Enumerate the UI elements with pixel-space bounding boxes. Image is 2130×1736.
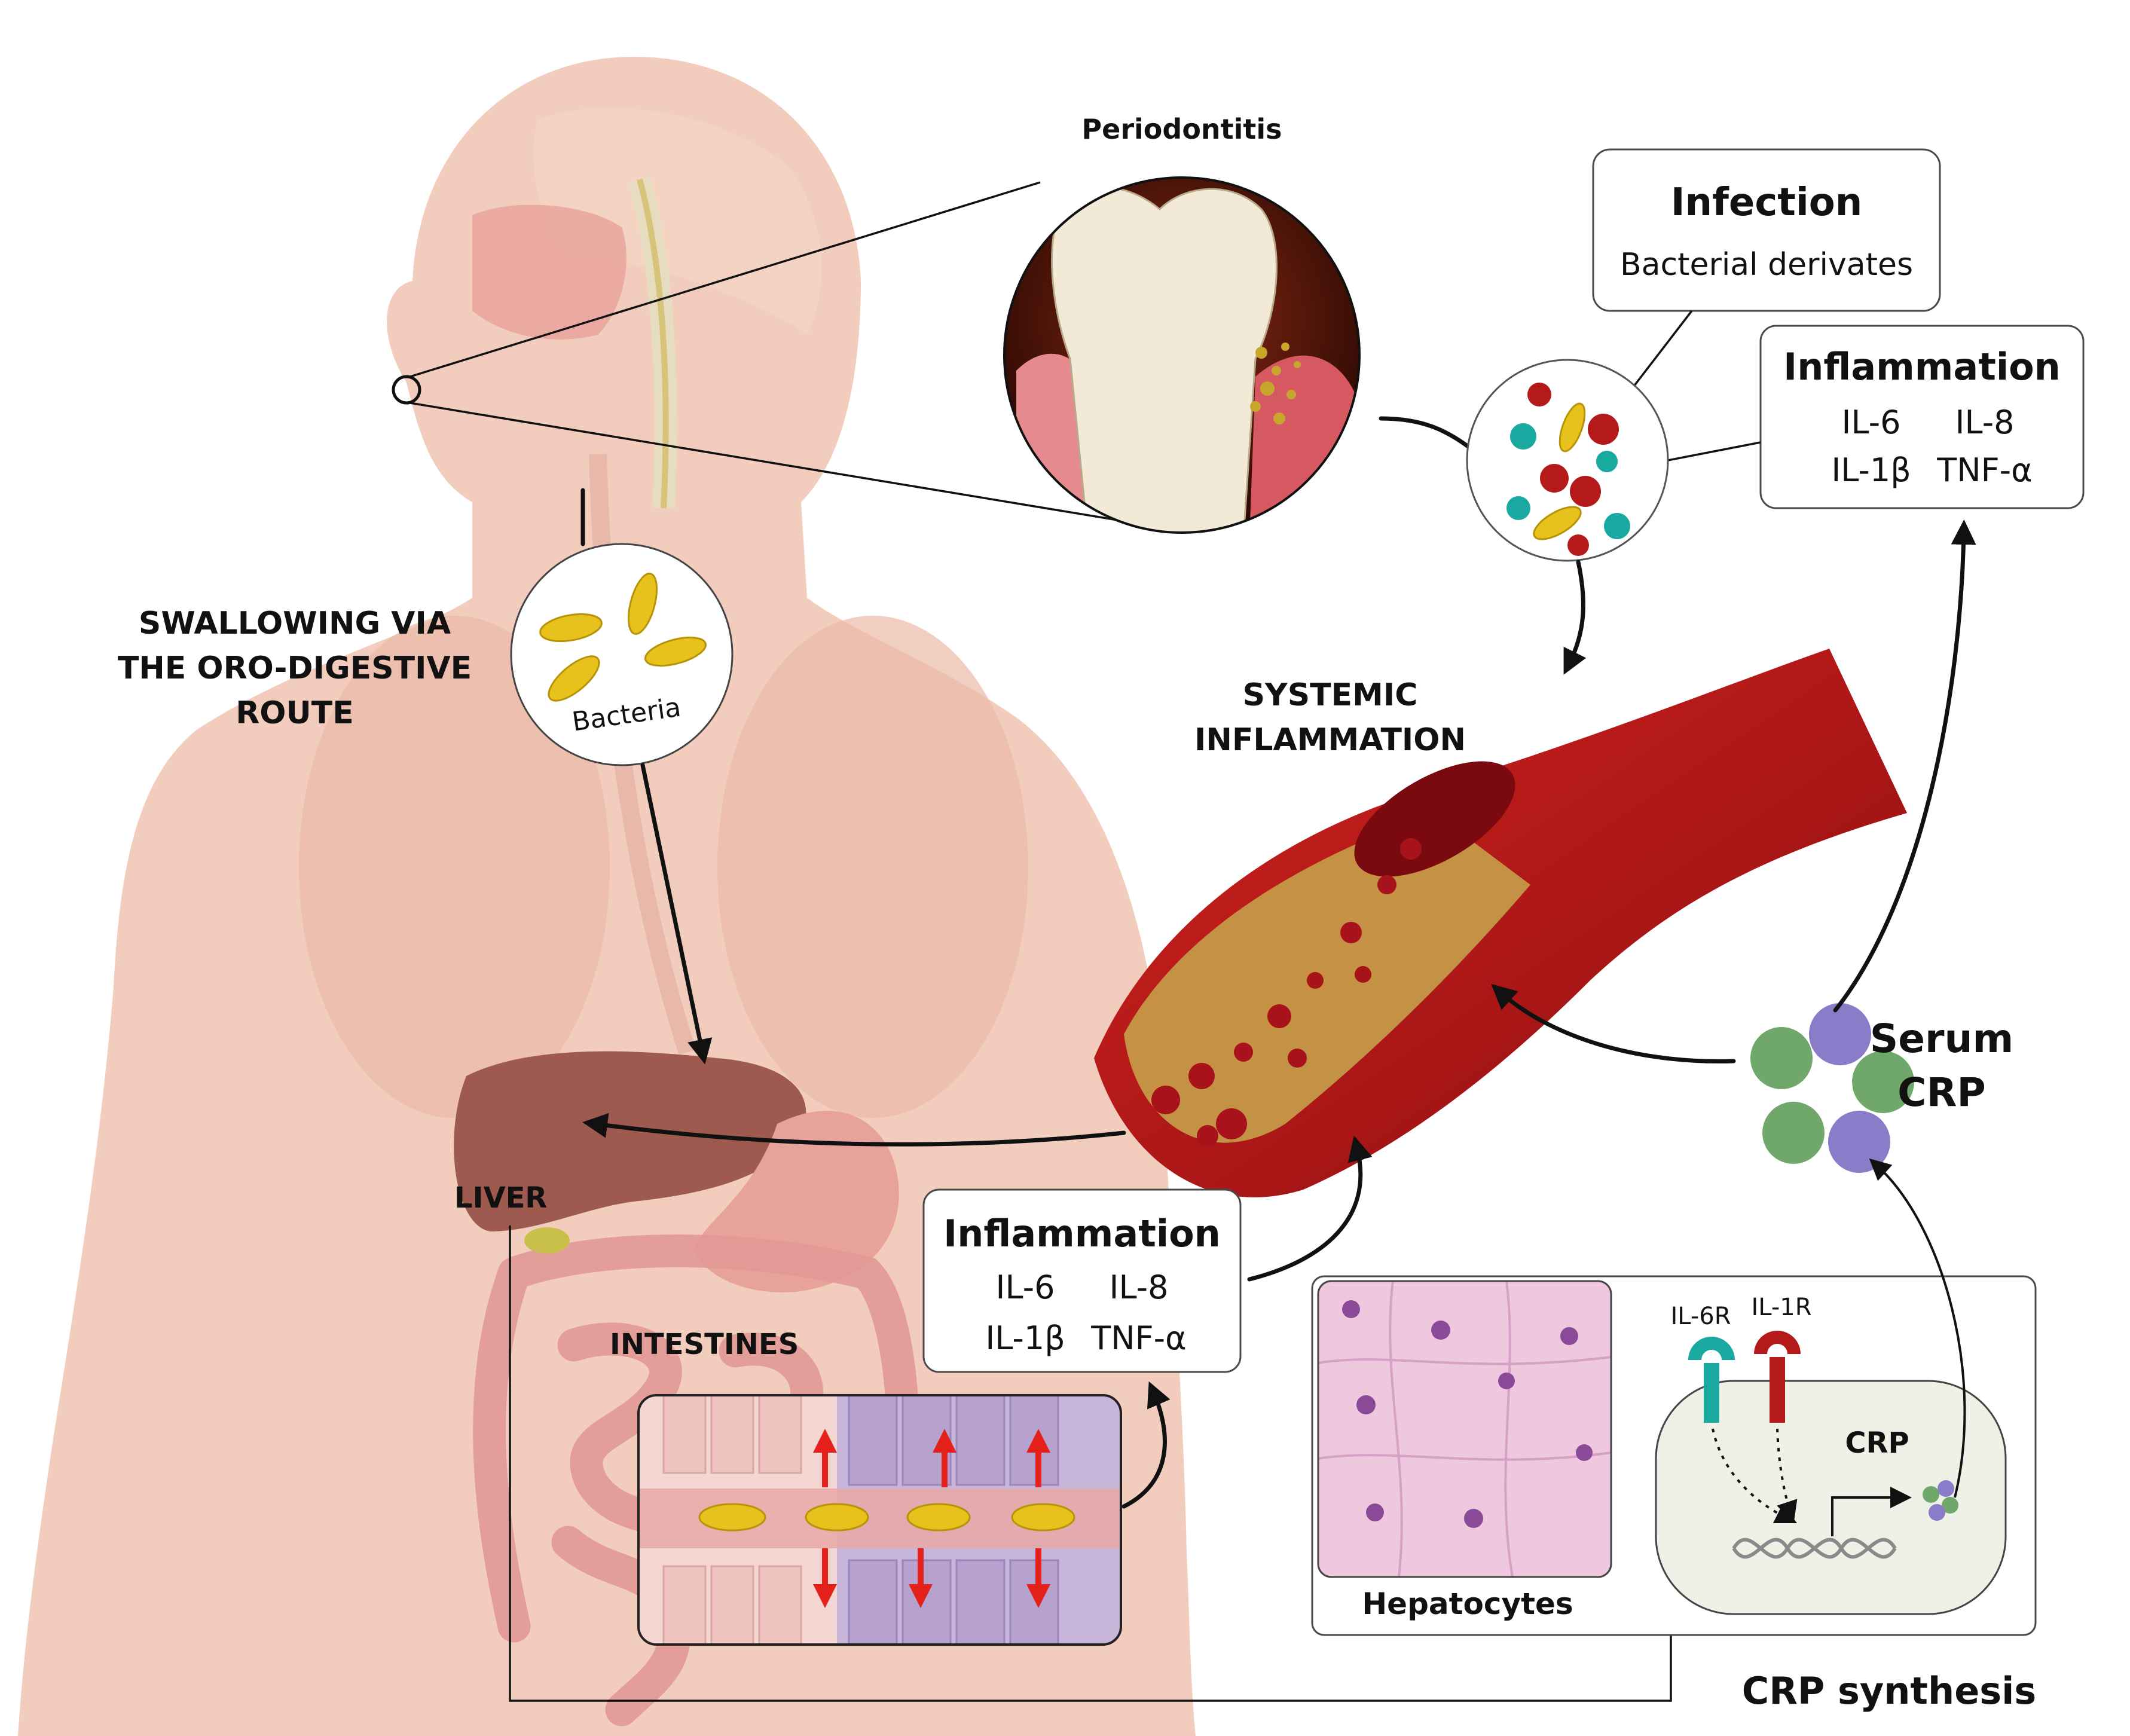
spinal-cord bbox=[637, 178, 669, 509]
swallowing-label: SWALLOWING VIA THE ORO-DIGESTIVE ROUTE bbox=[118, 606, 472, 731]
hepatocytes-image bbox=[1317, 1280, 1612, 1578]
cytokine-il6-top: IL-6 bbox=[1842, 404, 1901, 441]
periodontitis-tooth-image bbox=[1003, 176, 1361, 534]
inflammation-top-title: Inflammation bbox=[1783, 345, 2061, 389]
svg-text:INFLAMMATION: INFLAMMATION bbox=[1194, 722, 1466, 758]
lung-left bbox=[299, 616, 610, 1118]
connector-tooth-to-mix bbox=[1379, 416, 1473, 451]
arrow-swallow-to-gut bbox=[640, 763, 713, 1065]
crp-synthesis-panel: Hepatocytes IL-6R IL-1R CRP bbox=[1311, 1275, 2037, 1636]
crp-cell-label: CRP bbox=[1845, 1426, 1909, 1460]
cytokine-il8-gut: IL-8 bbox=[1110, 1269, 1169, 1306]
serum-crp-protein-icon bbox=[1750, 1003, 1914, 1173]
blood-vessel bbox=[1094, 649, 1907, 1197]
gallbladder bbox=[524, 1227, 570, 1254]
svg-text:CRP: CRP bbox=[1897, 1069, 1986, 1115]
cytokine-tnfa-gut: TNF-α bbox=[1090, 1319, 1187, 1357]
il6r-label: IL-6R bbox=[1670, 1303, 1731, 1330]
intestinal-epithelium-inset bbox=[637, 1394, 1122, 1646]
nasal-cavity bbox=[472, 204, 627, 340]
lung-right bbox=[717, 616, 1028, 1118]
crp-synthesis-label: CRP synthesis bbox=[1742, 1669, 2037, 1713]
periodontitis-label: Periodontitis bbox=[1081, 113, 1282, 145]
hepatocyte-cell-diagram: IL-6R IL-1R CRP bbox=[1655, 1294, 2007, 1615]
head-interior bbox=[533, 108, 821, 335]
arrow-gut-to-inflammation bbox=[1121, 1381, 1171, 1509]
intestines-label: INTESTINES bbox=[610, 1328, 799, 1361]
liver-label: LIVER bbox=[454, 1181, 547, 1215]
cytokine-il8-top: IL-8 bbox=[1955, 404, 2015, 441]
arrow-crp-to-serum bbox=[1869, 1158, 1966, 1498]
bacteria-circle: Bacteria bbox=[510, 543, 734, 766]
mouth-focus-circle bbox=[392, 375, 421, 405]
connector-inflammation-to-mix bbox=[1667, 441, 1761, 461]
hepatocytes-label: Hepatocytes bbox=[1362, 1587, 1573, 1621]
infection-title: Infection bbox=[1671, 181, 1863, 225]
cytokine-tnfa-top: TNF-α bbox=[1936, 451, 2033, 489]
inflammation-box-gut: Inflammation IL-6 IL-8 IL-1β TNF-α bbox=[922, 1188, 1242, 1373]
arrow-vessel-to-liver bbox=[582, 1112, 1126, 1147]
cytokine-il1b-gut: IL-1β bbox=[985, 1319, 1065, 1357]
systemic-inflammation-label: SYSTEMIC INFLAMMATION bbox=[1194, 677, 1466, 758]
liver-to-crp-bracket bbox=[509, 1225, 1672, 1702]
arrow-mix-to-vessel bbox=[1563, 560, 1587, 675]
infection-subtitle: Bacterial derivates bbox=[1620, 247, 1913, 283]
dna-icon bbox=[1732, 1538, 1897, 1559]
body-silhouette bbox=[18, 57, 2130, 1736]
inflammation-box-top: Inflammation IL-6 IL-8 IL-1β TNF-α bbox=[1759, 325, 2085, 509]
serum-crp-label: Serum CRP bbox=[1870, 1016, 2014, 1115]
svg-text:Serum: Serum bbox=[1870, 1016, 2014, 1062]
il1r-label: IL-1R bbox=[1751, 1294, 1811, 1321]
svg-text:ROUTE: ROUTE bbox=[236, 695, 353, 731]
connector-infection-to-mix bbox=[1631, 310, 1693, 390]
crp-small-icon bbox=[1923, 1480, 1958, 1521]
arrow-serum-to-inflammation bbox=[1833, 519, 1976, 1013]
infection-box: Infection Bacterial derivates bbox=[1592, 148, 1941, 312]
cytokine-il1b-top: IL-1β bbox=[1831, 451, 1911, 489]
bacteria-cytokine-mix-circle bbox=[1466, 359, 1669, 562]
zoom-line-lower bbox=[410, 402, 1190, 533]
liver-organ bbox=[454, 1051, 806, 1231]
arrow-serum-to-vessel bbox=[1491, 984, 1736, 1063]
arrow-gut-inflammation-to-vessel bbox=[1247, 1135, 1373, 1282]
inflammation-gut-title: Inflammation bbox=[943, 1212, 1221, 1255]
svg-text:SWALLOWING VIA: SWALLOWING VIA bbox=[139, 606, 451, 641]
svg-text:THE ORO-DIGESTIVE: THE ORO-DIGESTIVE bbox=[118, 650, 472, 686]
zoom-line-upper bbox=[410, 181, 1041, 378]
cytokine-il6-gut: IL-6 bbox=[996, 1269, 1055, 1306]
svg-text:SYSTEMIC: SYSTEMIC bbox=[1243, 677, 1418, 713]
